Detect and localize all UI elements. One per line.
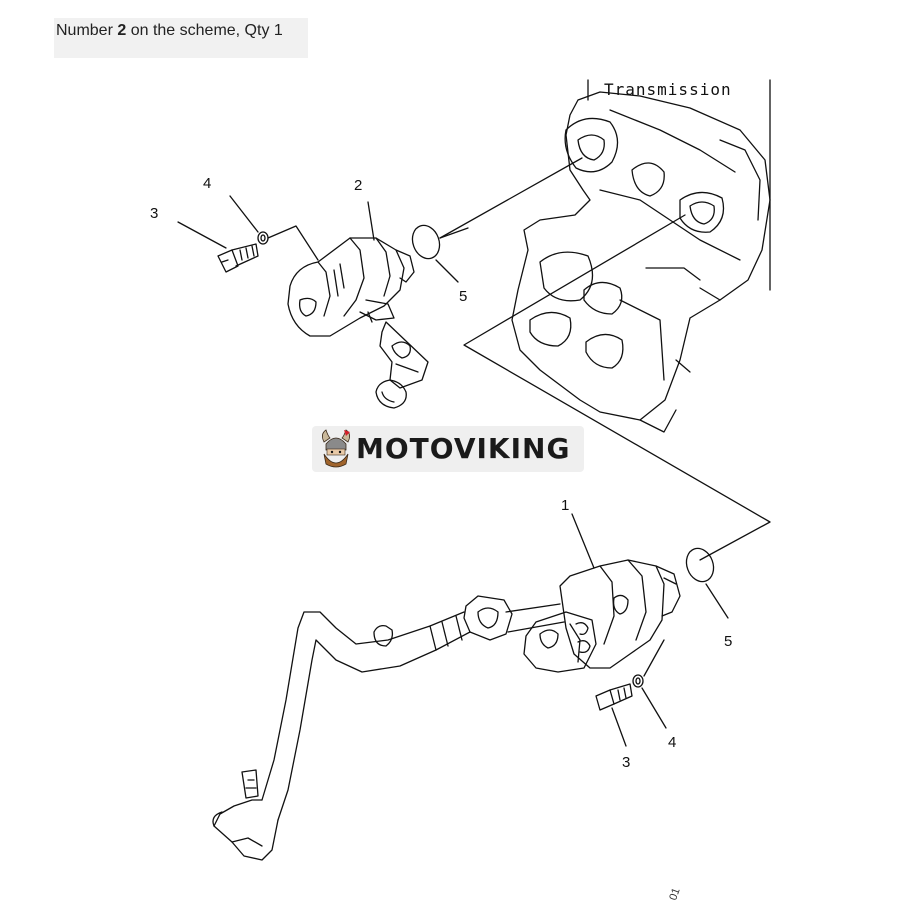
leader-upper-washer (229, 195, 259, 233)
watermark-brand: MOTOVIKING (356, 432, 571, 465)
caption-number: 2 (117, 22, 127, 39)
leader-upper-washer-to-pump (267, 225, 319, 261)
caption-prefix: Number (56, 22, 118, 39)
lower-oring (685, 547, 715, 583)
callout-lower-bolt: 3 (622, 754, 630, 771)
header-banner (54, 18, 308, 58)
leader-upper-pump (367, 201, 375, 241)
callout-upper-washer: 4 (203, 175, 211, 192)
corner-mark: 01 (667, 886, 682, 900)
leader-upper-oring (435, 259, 459, 283)
lower-pump (505, 559, 681, 673)
leader-oring-upper-left (439, 227, 469, 239)
upper-pump (287, 237, 429, 409)
leader-lower-washer (641, 687, 667, 729)
leader-lower-pump (571, 513, 595, 569)
callout-upper-bolt: 3 (150, 205, 158, 222)
leader-lower-washer-to-pump (643, 639, 665, 677)
viking-logo-icon (322, 429, 350, 468)
callout-lower-washer: 4 (668, 734, 676, 751)
leader-upper-bolt (177, 221, 227, 249)
upper-bolt (217, 243, 259, 273)
transmission-housing (511, 79, 771, 433)
lower-washer (632, 674, 644, 688)
suction-pipe (212, 595, 513, 861)
part-caption: Number 2 on the scheme, Qty 1 (56, 22, 283, 40)
leader-oring-upper-to-transmission (439, 157, 583, 239)
callout-upper-oring: 5 (459, 288, 467, 305)
callout-upper-pump: 2 (354, 177, 362, 194)
upper-washer (257, 231, 269, 245)
lower-bolt (595, 683, 633, 711)
callout-lower-pump: 1 (561, 497, 569, 514)
leader-lower-oring (705, 583, 729, 619)
upper-oring (411, 224, 441, 260)
caption-suffix: on the scheme, Qty 1 (126, 22, 283, 39)
callout-lower-oring: 5 (724, 633, 732, 650)
leader-lower-pump-to-transmission (463, 214, 771, 561)
leader-lower-bolt (611, 707, 627, 747)
transmission-label: Transmission (604, 80, 732, 99)
watermark-banner (312, 426, 584, 472)
